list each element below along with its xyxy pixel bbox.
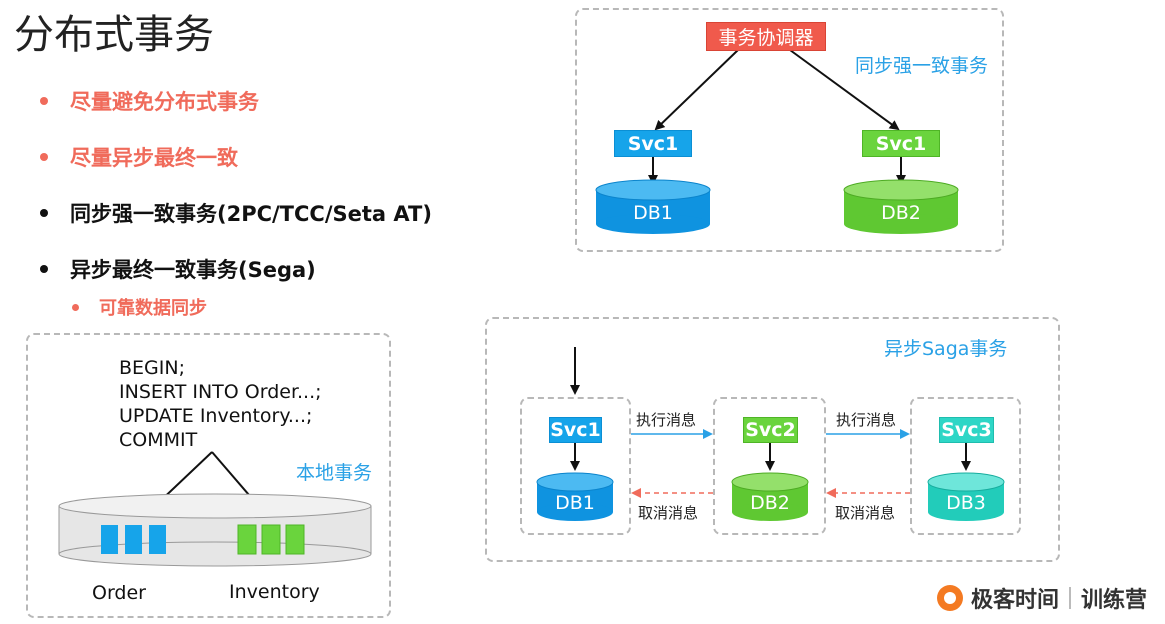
saga-svc2: Svc2 — [743, 417, 798, 443]
db-cylinder-left — [595, 179, 711, 234]
sync-svc-right: Svc1 — [862, 130, 940, 157]
code-line: UPDATE Inventory...; — [119, 405, 313, 427]
saga-panel — [485, 317, 1060, 562]
bullet-dot — [40, 265, 48, 273]
bullet-text: 可靠数据同步 — [99, 298, 207, 319]
saga-svc1-group — [520, 397, 631, 535]
bullet-item: 同步强一致事务(2PC/TCC/Seta AT) — [40, 198, 432, 228]
local-panel-label: 本地事务 — [296, 462, 373, 484]
exec-msg-label: 执行消息 — [836, 411, 897, 429]
sync-db-right-label: DB2 — [881, 202, 921, 224]
db-cylinder-right — [843, 179, 959, 234]
bullet-item: 尽量避免分布式事务 — [40, 86, 259, 116]
bullet-dot — [40, 209, 48, 217]
code-line: COMMIT — [119, 429, 198, 451]
saga-db3-cylinder — [927, 472, 1005, 521]
saga-db1-label: DB1 — [555, 492, 595, 514]
order-block — [149, 525, 166, 554]
cancel-msg-label: 取消消息 — [638, 504, 699, 522]
bullet-text: 同步强一致事务(2PC/TCC/Seta AT) — [70, 202, 432, 226]
saga-panel-label: 异步Saga事务 — [884, 338, 1008, 360]
saga-db2-cylinder — [731, 472, 809, 521]
geektime-logo-icon — [936, 585, 963, 611]
bullet-dot — [40, 97, 48, 105]
saga-svc3-group — [910, 397, 1021, 535]
sync-svc-left: Svc1 — [614, 130, 692, 157]
cancel-msg-label: 取消消息 — [835, 504, 896, 522]
brand-divider — [1068, 587, 1071, 609]
brand-logo: 极客时间 训练营 — [936, 582, 1147, 614]
bullet-item: 尽量异步最终一致 — [40, 142, 238, 172]
saga-db3-label: DB3 — [946, 492, 986, 514]
bullet-text: 尽量异步最终一致 — [70, 146, 238, 170]
saga-svc3: Svc3 — [939, 417, 994, 443]
exec-msg-label: 执行消息 — [636, 411, 697, 429]
inventory-label: Inventory — [229, 581, 320, 603]
bullet-item: 异步最终一致事务(Sega) — [40, 254, 316, 284]
transaction-coordinator-box: 事务协调器 — [706, 22, 826, 51]
code-line: INSERT INTO Order...; — [119, 381, 322, 403]
order-label: Order — [92, 582, 146, 604]
arrow-coordinator-to-svc-right — [789, 49, 900, 131]
code-line: BEGIN; — [119, 357, 185, 379]
bullet-text: 尽量避免分布式事务 — [70, 90, 259, 114]
inventory-block — [237, 524, 257, 555]
saga-svc1: Svc1 — [549, 417, 602, 443]
order-block — [125, 525, 142, 554]
bullet-dot — [40, 153, 48, 161]
brand-product: 训练营 — [1080, 588, 1147, 613]
local-panel — [26, 333, 391, 618]
sync-db-left-label: DB1 — [633, 202, 673, 224]
saga-db2-label: DB2 — [750, 492, 790, 514]
saga-db1-cylinder — [536, 472, 614, 521]
sub-bullet-item: 可靠数据同步 — [72, 294, 207, 320]
arrow-coordinator-to-svc-left — [654, 49, 739, 131]
inventory-block — [261, 524, 281, 555]
order-block — [101, 525, 118, 554]
saga-svc2-group — [713, 397, 826, 535]
sync-panel — [575, 8, 1004, 252]
page-title: 分布式事务 — [14, 12, 214, 58]
bullet-text: 异步最终一致事务(Sega) — [70, 258, 316, 282]
sync-panel-label: 同步强一致事务 — [855, 55, 989, 77]
bullet-dot — [72, 303, 79, 311]
brand-name: 极客时间 — [970, 588, 1059, 613]
inventory-block — [285, 524, 305, 555]
